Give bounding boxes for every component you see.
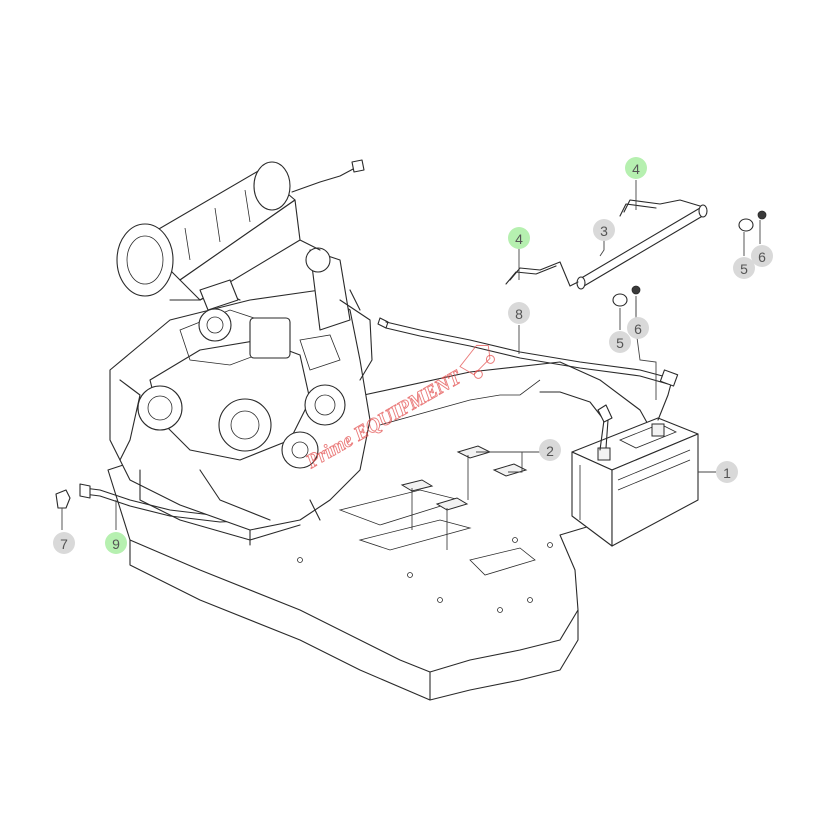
callout-label: 6 (758, 249, 766, 265)
callout-bubble (593, 219, 615, 241)
nuts-washers (612, 210, 767, 307)
mounting-pads (400, 445, 528, 550)
callout-label: 3 (600, 223, 608, 239)
callout-label: 9 (112, 536, 120, 552)
callout-2: 2 (539, 439, 561, 461)
callout-bubble (539, 439, 561, 461)
callout-label: 4 (632, 161, 640, 177)
battery (571, 417, 699, 547)
callout-bubble (609, 331, 631, 353)
engine (109, 239, 373, 546)
callout-bubble (751, 245, 773, 267)
callout-4b: 4 (625, 157, 647, 179)
callout-label: 8 (515, 306, 523, 322)
callout-label: 7 (60, 536, 68, 552)
callout-bubble (508, 302, 530, 324)
callout-bubble (508, 227, 530, 249)
callout-bubble (627, 317, 649, 339)
callout-bubble (105, 532, 127, 554)
callout-bubble (733, 257, 755, 279)
callout-label: 6 (634, 321, 642, 337)
callout-7: 7 (53, 532, 75, 554)
callout-label: 5 (740, 261, 748, 277)
callout-8: 8 (508, 302, 530, 324)
callout-label: 2 (546, 443, 554, 459)
callout-9: 9 (105, 532, 127, 554)
battery-cables (377, 317, 679, 451)
air-cleaner (116, 159, 365, 311)
callout-6b: 6 (627, 317, 649, 339)
callout-bubble (716, 461, 738, 483)
callout-5a: 5 (733, 257, 755, 279)
callout-label: 4 (515, 231, 523, 247)
callout-label: 1 (723, 465, 731, 481)
callout-bubble (625, 157, 647, 179)
hold-down-bar (505, 199, 708, 290)
callout-1: 1 (716, 461, 738, 483)
callout-5b: 5 (609, 331, 631, 353)
callout-3: 3 (593, 219, 615, 241)
callout-bubble (53, 532, 75, 554)
callout-label: 5 (616, 335, 624, 351)
callout-6a: 6 (751, 245, 773, 267)
callout-4a: 4 (508, 227, 530, 249)
